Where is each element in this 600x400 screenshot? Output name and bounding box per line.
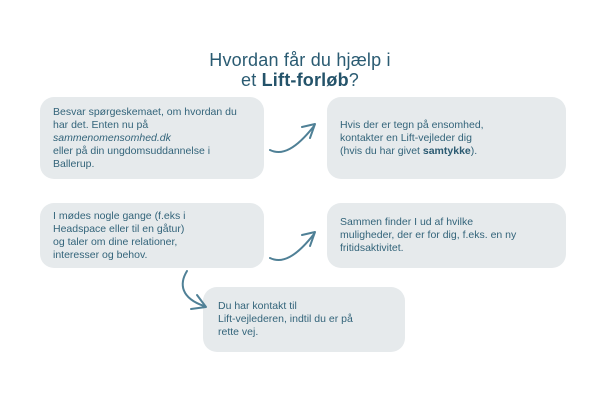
step-text-line: har det. Enten nu på	[53, 118, 149, 131]
step-text-segment: ).	[470, 144, 478, 157]
step-text-line: Besvar spørgeskemaet, om hvordan du	[53, 105, 237, 118]
page-title-line2: et Lift-forløb?	[0, 70, 600, 90]
step-4-box: Sammen finder I ud af hvilke muligheder,…	[327, 203, 566, 268]
page-title-line1: Hvordan får du hjælp i	[209, 50, 391, 71]
consent-keyword: samtykke	[422, 144, 471, 157]
step-text-line: muligheder, der er for dig, f.eks. en ny	[340, 229, 517, 241]
step-text-line: Ballerup.	[53, 157, 95, 170]
curved-arrow-up-right-icon	[269, 123, 316, 154]
title-suffix: ?	[348, 70, 359, 91]
step-text-line: Hvis der er tegn på ensomhed,	[340, 118, 484, 131]
title-prefix: et	[240, 70, 262, 91]
step-text-line: I mødes nogle gange (f.eks i	[53, 209, 186, 222]
step-text-line: interesser og behov.	[53, 248, 148, 261]
step-text-line: Sammen finder I ud af hvilke	[340, 216, 474, 228]
curved-arrow-down-right-icon	[181, 270, 207, 310]
step-5-box: Du har kontakt til Lift-vejlederen, indt…	[203, 287, 405, 352]
step-text-line: kontakter en Lift-vejleder dig	[340, 131, 472, 144]
title-bold-keyword: Lift-forløb	[261, 70, 349, 91]
step-text-line: rette vej.	[218, 326, 259, 338]
website-name: sammenomensomhed.dk	[53, 131, 171, 144]
step-text-line: eller på din ungdomsuddannelse i	[53, 144, 211, 157]
step-text-line: (hvis du har givet samtykke).	[340, 145, 556, 158]
step-text-line: Lift-vejlederen, indtil du er på	[218, 313, 353, 325]
step-text-line: Headspace eller til en gåtur)	[53, 222, 185, 235]
step-text-segment: (hvis du har givet	[340, 144, 423, 157]
curved-arrow-up-right-icon	[269, 231, 316, 262]
step-text-line: sammenomensomhed.dk	[53, 132, 254, 145]
step-2-box: Hvis der er tegn på ensomhed, kontakter …	[327, 97, 566, 179]
step-text-line: Du har kontakt til	[218, 300, 297, 312]
page-title: Hvordan får du hjælp i et Lift-forløb?	[0, 50, 600, 90]
step-text-line: og taler om dine relationer,	[53, 235, 178, 248]
step-1-box: Besvar spørgeskemaet, om hvordan du har …	[40, 97, 264, 179]
step-text-line: fritidsaktivitet.	[340, 242, 404, 254]
step-3-box: I mødes nogle gange (f.eks i Headspace e…	[40, 203, 264, 268]
